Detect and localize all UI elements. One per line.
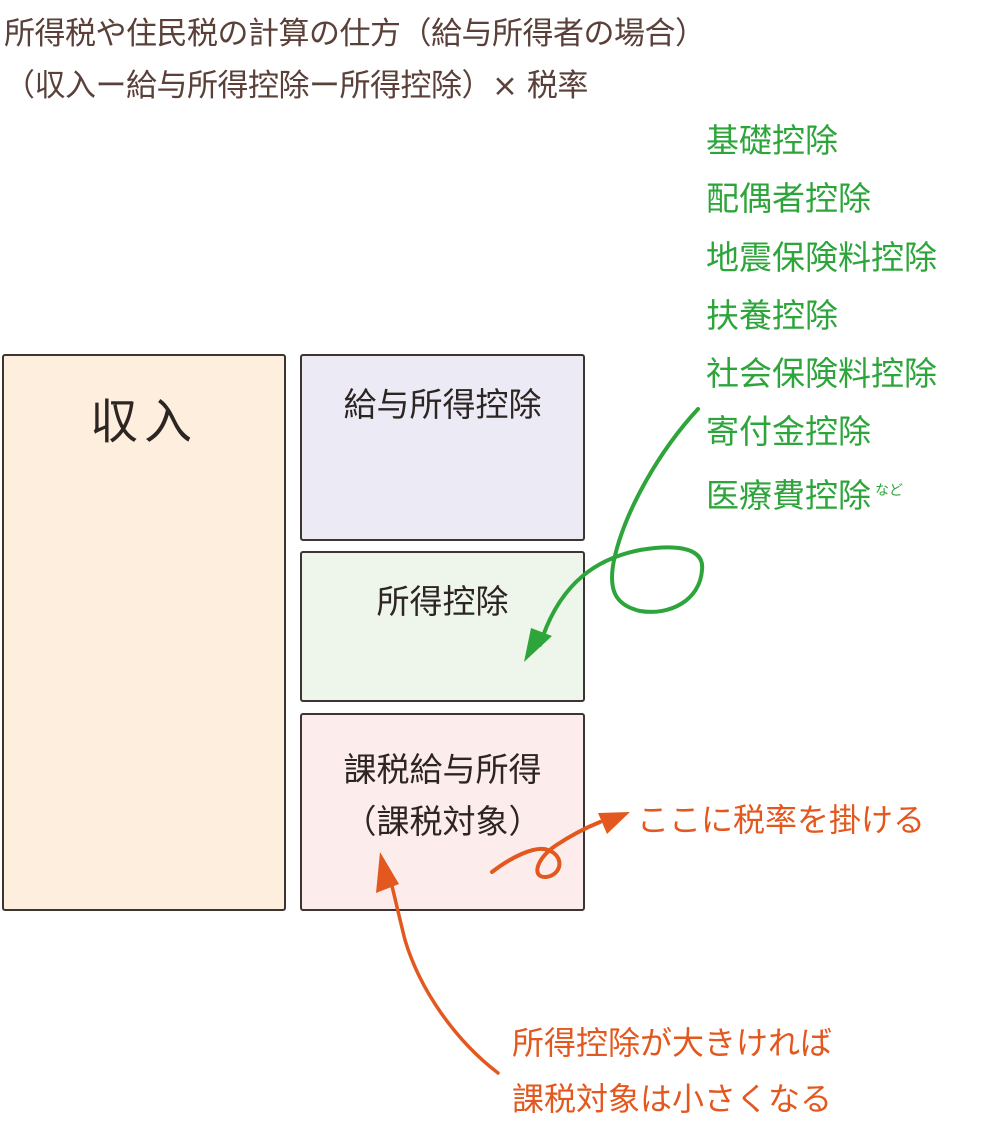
deduction-item-donation: 寄付金控除: [706, 412, 871, 452]
deduction-item-basic: 基礎控除: [706, 121, 838, 160]
taxable-income-label: 課税給与所得: [343, 750, 542, 789]
deduction-list: 基礎控除 配偶者控除 地震保険料控除 扶養控除 社会保険料控除 寄付金控除 医療…: [706, 112, 937, 525]
income-deduction-label: 所得控除: [376, 582, 509, 621]
deduction-effect-note: 所得控除が大きければ 課税対象は小さくなる: [512, 1015, 832, 1127]
deduction-effect-line2: 課税対象は小さくなる: [512, 1080, 833, 1118]
income-box: 収入: [2, 354, 286, 911]
salary-deduction-label: 給与所得控除: [343, 385, 542, 424]
deduction-item-medical: 医療費控除など: [706, 462, 937, 525]
deduction-item-medical-label: 医療費控除: [706, 475, 871, 515]
deduction-item-social-insurance: 社会保険料控除: [706, 354, 937, 394]
salary-deduction-box: 給与所得控除: [300, 354, 585, 541]
diagram-title: 所得税や住民税の計算の仕方（給与所得者の場合）: [4, 16, 706, 52]
deduction-effect-line1: 所得控除が大きければ: [512, 1024, 833, 1062]
formula-line: （収入ー給与所得控除ー所得控除）× 税率: [4, 68, 588, 104]
taxable-target-label: （課税対象）: [343, 802, 542, 841]
deduction-item-dependent: 扶養控除: [706, 295, 838, 335]
orange-rate-arrowhead-icon: [598, 812, 630, 834]
taxable-income-box: 課税給与所得 （課税対象）: [300, 713, 585, 911]
deduction-item-spouse: 配偶者控除: [706, 179, 871, 219]
income-label: 収入: [89, 394, 198, 450]
deduction-item-earthquake-insurance: 地震保険料控除: [706, 237, 937, 277]
income-deduction-box: 所得控除: [300, 551, 585, 702]
apply-tax-rate-note: ここに税率を掛ける: [637, 801, 926, 839]
etc-suffix: など: [875, 482, 903, 499]
